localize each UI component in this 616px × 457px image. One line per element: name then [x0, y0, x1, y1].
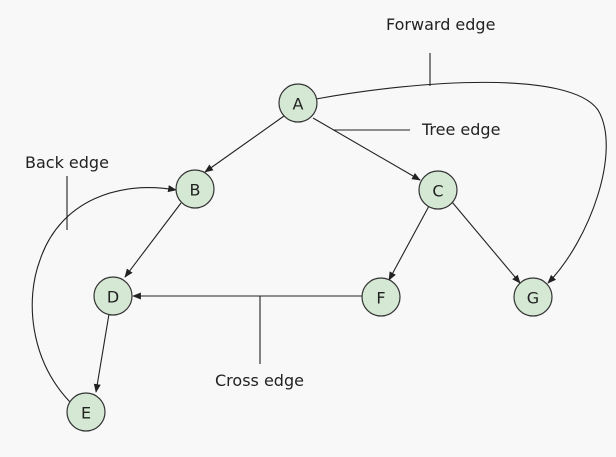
node-d: D — [93, 276, 133, 316]
node-g-label: G — [527, 289, 539, 308]
node-b: B — [175, 169, 215, 209]
edge-c-g — [451, 201, 521, 284]
node-g: G — [513, 277, 553, 317]
node-d-label: D — [107, 288, 119, 307]
edge-c-f — [388, 205, 430, 281]
forward-edge-label: Forward edge — [386, 15, 495, 34]
edge-a-c — [312, 117, 421, 181]
node-a-label: A — [293, 95, 304, 114]
node-c-label: C — [432, 182, 443, 201]
node-e: E — [66, 392, 106, 432]
back-edge-label: Back edge — [25, 153, 109, 172]
edge-b-d — [124, 202, 182, 278]
node-c: C — [418, 170, 458, 210]
edge-a-g-forward — [315, 81, 607, 284]
node-f-label: F — [376, 289, 385, 308]
tree-edge-label: Tree edge — [421, 120, 500, 139]
edge-a-b — [204, 115, 285, 173]
node-e-label: E — [81, 404, 91, 423]
node-b-label: B — [190, 181, 201, 200]
node-a: A — [278, 83, 318, 123]
cross-edge-label: Cross edge — [215, 371, 304, 390]
edge-d-e — [93, 313, 110, 393]
edge-e-b-back — [31, 185, 177, 403]
node-f: F — [361, 277, 401, 317]
